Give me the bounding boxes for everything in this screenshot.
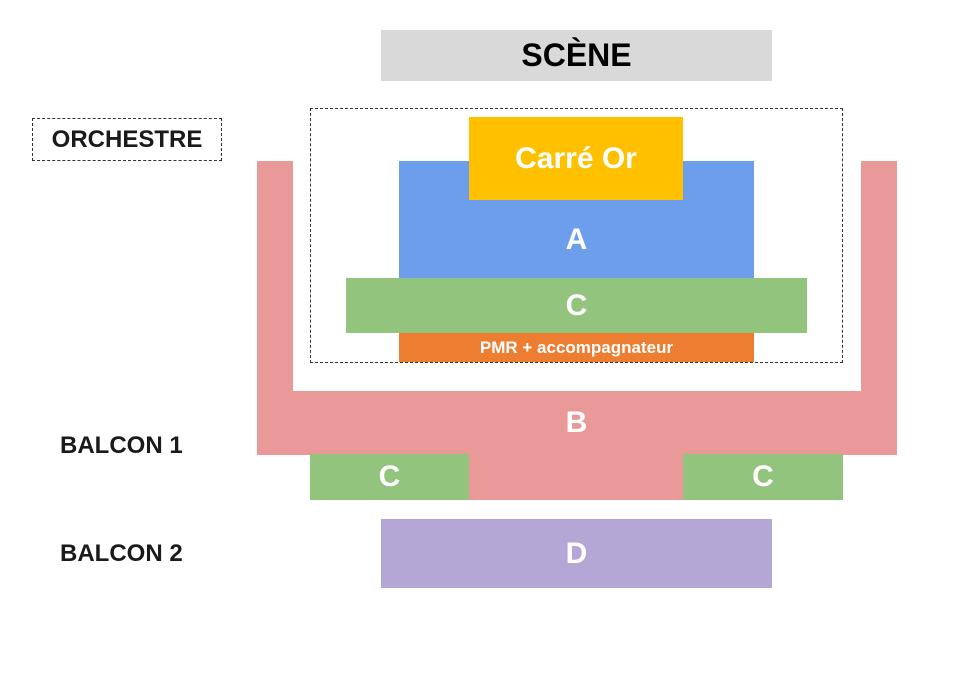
zone-b-label: B [565,406,588,439]
zone-c-orchestre-label: C [565,288,588,322]
zone-b-notch[interactable] [469,454,683,500]
zone-carre-or-label: Carré Or [515,141,637,175]
zone-c-balcon-left[interactable]: C [310,454,469,500]
balcon1-label-box: BALCON 1 [60,428,183,464]
zone-pmr-label: PMR + accompagnateur [479,337,674,357]
orchestre-boundary [310,108,843,363]
zone-b-label-area: B [381,394,772,452]
zone-b-right-arm[interactable] [861,161,897,394]
zone-b-left-arm[interactable] [257,161,293,394]
balcon2-label-box: BALCON 2 [60,536,183,572]
zone-pmr[interactable]: PMR + accompagnateur [399,333,754,362]
orchestre-label-box: ORCHESTRE [32,118,222,161]
zone-d[interactable]: D [381,519,772,588]
balcon1-label: BALCON 1 [60,432,183,459]
stage-label: SCÈNE [521,37,632,73]
zone-c-balcon-left-label: C [378,460,401,493]
zone-c-orchestre[interactable]: C [346,278,807,333]
orchestre-label: ORCHESTRE [51,125,203,153]
zone-a-label: A [565,222,588,256]
balcon2-label: BALCON 2 [60,540,183,567]
zone-c-balcon-right[interactable]: C [683,454,843,500]
stage: SCÈNE [381,30,772,81]
zone-c-balcon-right-label: C [752,460,774,493]
zone-d-label: D [565,536,588,570]
zone-b-base[interactable] [257,391,897,455]
zone-carre-or[interactable]: Carré Or [469,117,683,200]
